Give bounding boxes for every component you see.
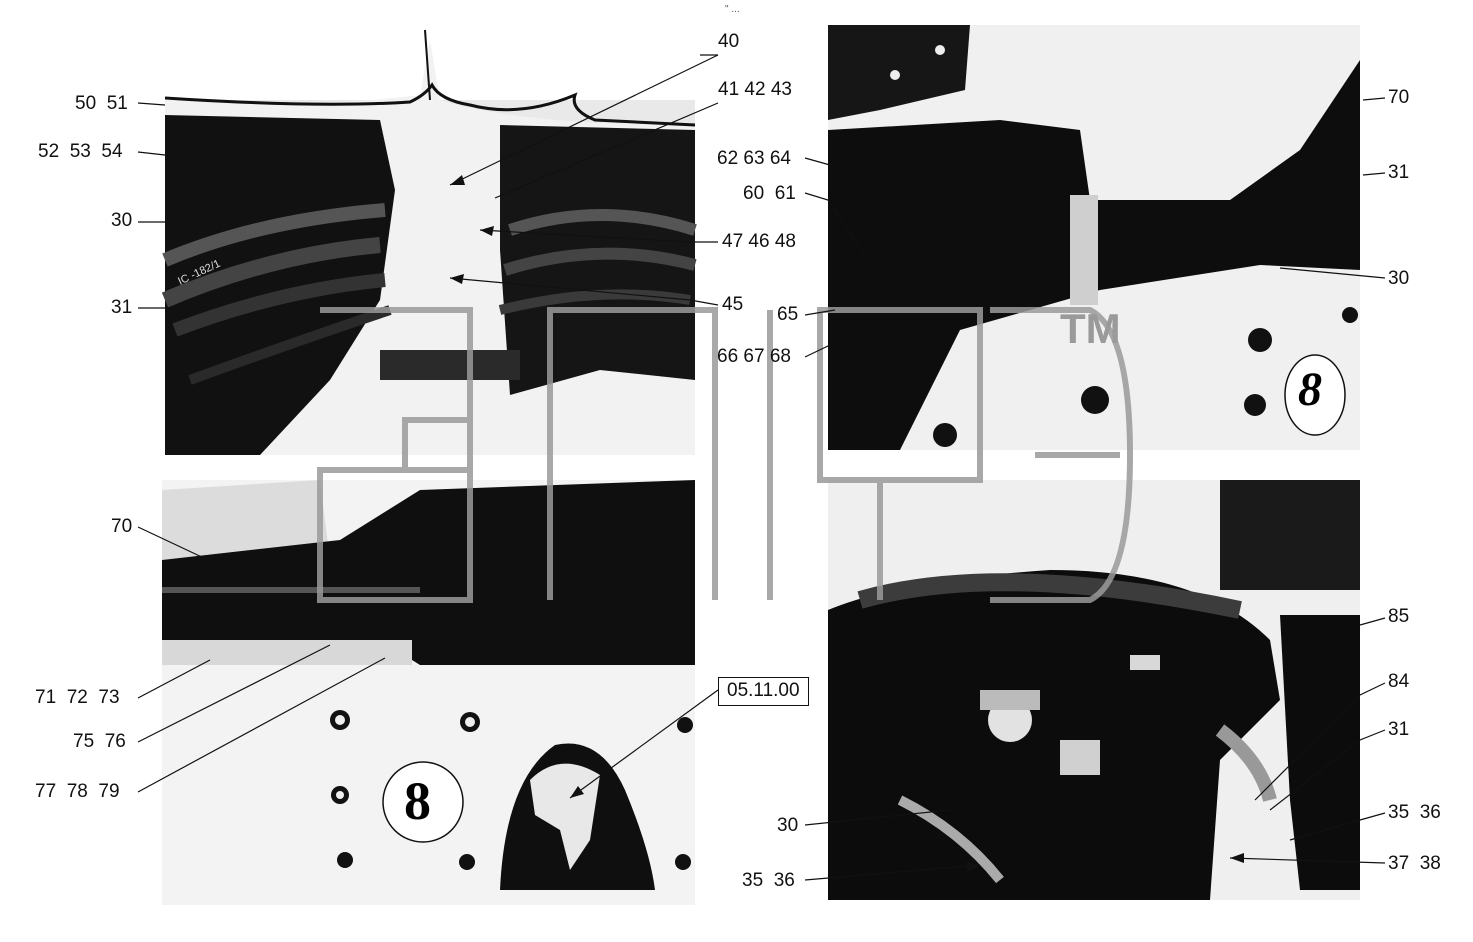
circle-number-cover: 8 bbox=[404, 771, 431, 831]
callout-30-top-left: 30 bbox=[111, 210, 133, 231]
callout-62-63-64: 62 63 64 bbox=[717, 148, 791, 169]
callout-37-38: 37 38 bbox=[1388, 853, 1441, 874]
reference-code-box[interactable]: 05.11.00 bbox=[718, 677, 809, 706]
callout-47-46-48: 47 46 48 bbox=[722, 231, 796, 252]
callout-35-36-bottom: 35 36 bbox=[742, 870, 795, 891]
photo-panel-cover bbox=[162, 480, 695, 905]
top-mark: " ... bbox=[725, 4, 740, 15]
callout-52-53-54: 52 53 54 bbox=[38, 141, 123, 162]
callout-60-61: 60 61 bbox=[743, 183, 796, 204]
callout-84: 84 bbox=[1388, 671, 1410, 692]
callout-75-76: 75 76 bbox=[73, 731, 126, 752]
photo-panel-engine bbox=[828, 480, 1360, 900]
callout-85: 85 bbox=[1388, 606, 1410, 627]
callout-50-51: 50 51 bbox=[75, 93, 128, 114]
watermark-logo bbox=[317, 307, 1134, 603]
watermark-tm: TM bbox=[1060, 305, 1121, 352]
callout-30-bottom-right: 30 bbox=[777, 815, 799, 836]
callout-31-top-left: 31 bbox=[111, 297, 133, 318]
callout-41-42-43: 41 42 43 bbox=[718, 79, 792, 100]
callout-45: 45 bbox=[722, 294, 744, 315]
photo-panel-hoses: IC -182/1 bbox=[161, 29, 697, 455]
callout-30-top-right: 30 bbox=[1388, 268, 1410, 289]
circle-number-frame: 8 bbox=[1298, 363, 1322, 416]
callout-71-72-73: 71 72 73 bbox=[35, 687, 120, 708]
callout-35-36-right: 35 36 bbox=[1388, 802, 1441, 823]
photo-panel-frame bbox=[828, 25, 1360, 450]
callout-31-top-right: 31 bbox=[1388, 162, 1410, 183]
callout-70-top-right: 70 bbox=[1388, 87, 1410, 108]
callout-70-bottom-left: 70 bbox=[111, 516, 133, 537]
callout-65: 65 bbox=[777, 304, 799, 325]
callout-40: 40 bbox=[718, 31, 740, 52]
callout-66-67-68: 66 67 68 bbox=[717, 346, 791, 367]
callout-31-bottom-right: 31 bbox=[1388, 719, 1410, 740]
leader-arrowheads bbox=[450, 175, 1244, 872]
callout-77-78-79: 77 78 79 bbox=[35, 781, 120, 802]
leader-lines bbox=[137, 54, 1386, 881]
